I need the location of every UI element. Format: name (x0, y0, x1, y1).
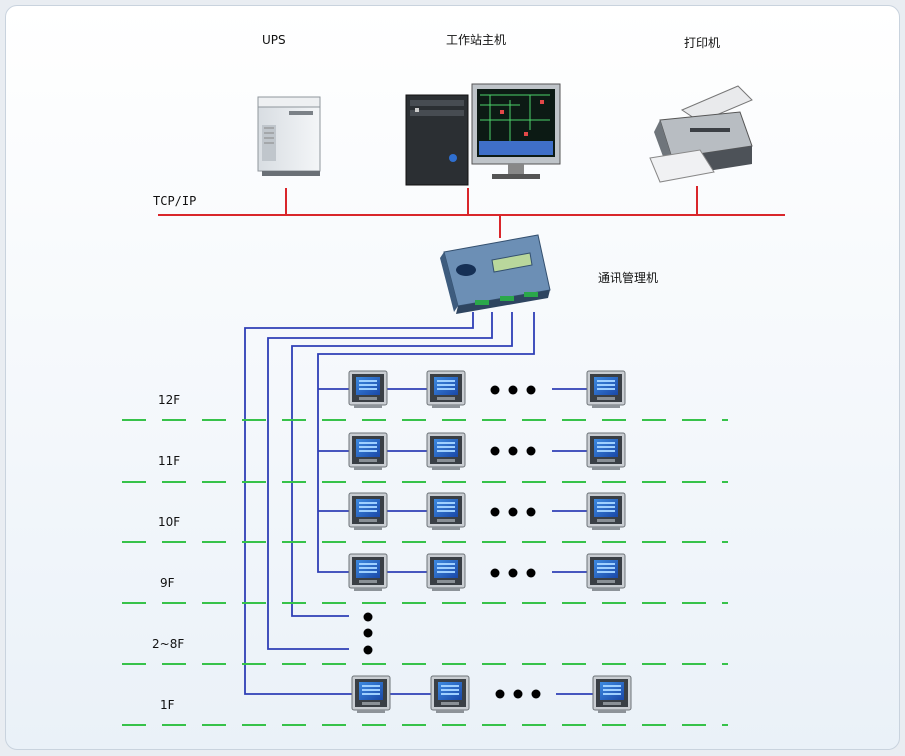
gateway-label: 通讯管理机 (598, 270, 658, 285)
ups-label: UPS (262, 33, 286, 47)
tcpip-bus (158, 186, 785, 238)
workstation-icon (405, 83, 561, 186)
tcpip-label: TCP/IP (153, 194, 196, 208)
power-meter-icon (351, 675, 391, 714)
power-meter-icon (592, 675, 632, 714)
floor-label-1f: 1F (160, 698, 175, 712)
power-meter-icon (586, 432, 626, 471)
floor-label-11f: 11F (158, 454, 180, 468)
power-meter-icon (348, 370, 388, 409)
workstation-label: 工作站主机 (446, 33, 506, 47)
power-meter-icon (348, 492, 388, 531)
printer-icon (649, 85, 753, 183)
power-meter-icon (430, 675, 470, 714)
power-meter-icon (586, 553, 626, 592)
rs485-lines (244, 312, 594, 695)
power-meter-icon (426, 432, 466, 471)
floor-label-2-8f: 2~8F (152, 637, 184, 651)
printer-label: 打印机 (684, 36, 720, 50)
floor-label-9f: 9F (160, 576, 175, 590)
floor-dividers (122, 419, 728, 726)
power-meter-icon (348, 432, 388, 471)
power-meter-icon (426, 553, 466, 592)
power-meter-icon (426, 370, 466, 409)
power-meter-icon (586, 492, 626, 531)
power-meter-icon (348, 553, 388, 592)
ups-device-icon (257, 96, 321, 176)
gateway-device-icon (440, 234, 551, 314)
floor-label-12f: 12F (158, 393, 180, 407)
power-meter-icon (586, 370, 626, 409)
floor-label-10f: 10F (158, 515, 180, 529)
ellipsis-dots (363, 385, 541, 699)
power-meter-icon (426, 492, 466, 531)
